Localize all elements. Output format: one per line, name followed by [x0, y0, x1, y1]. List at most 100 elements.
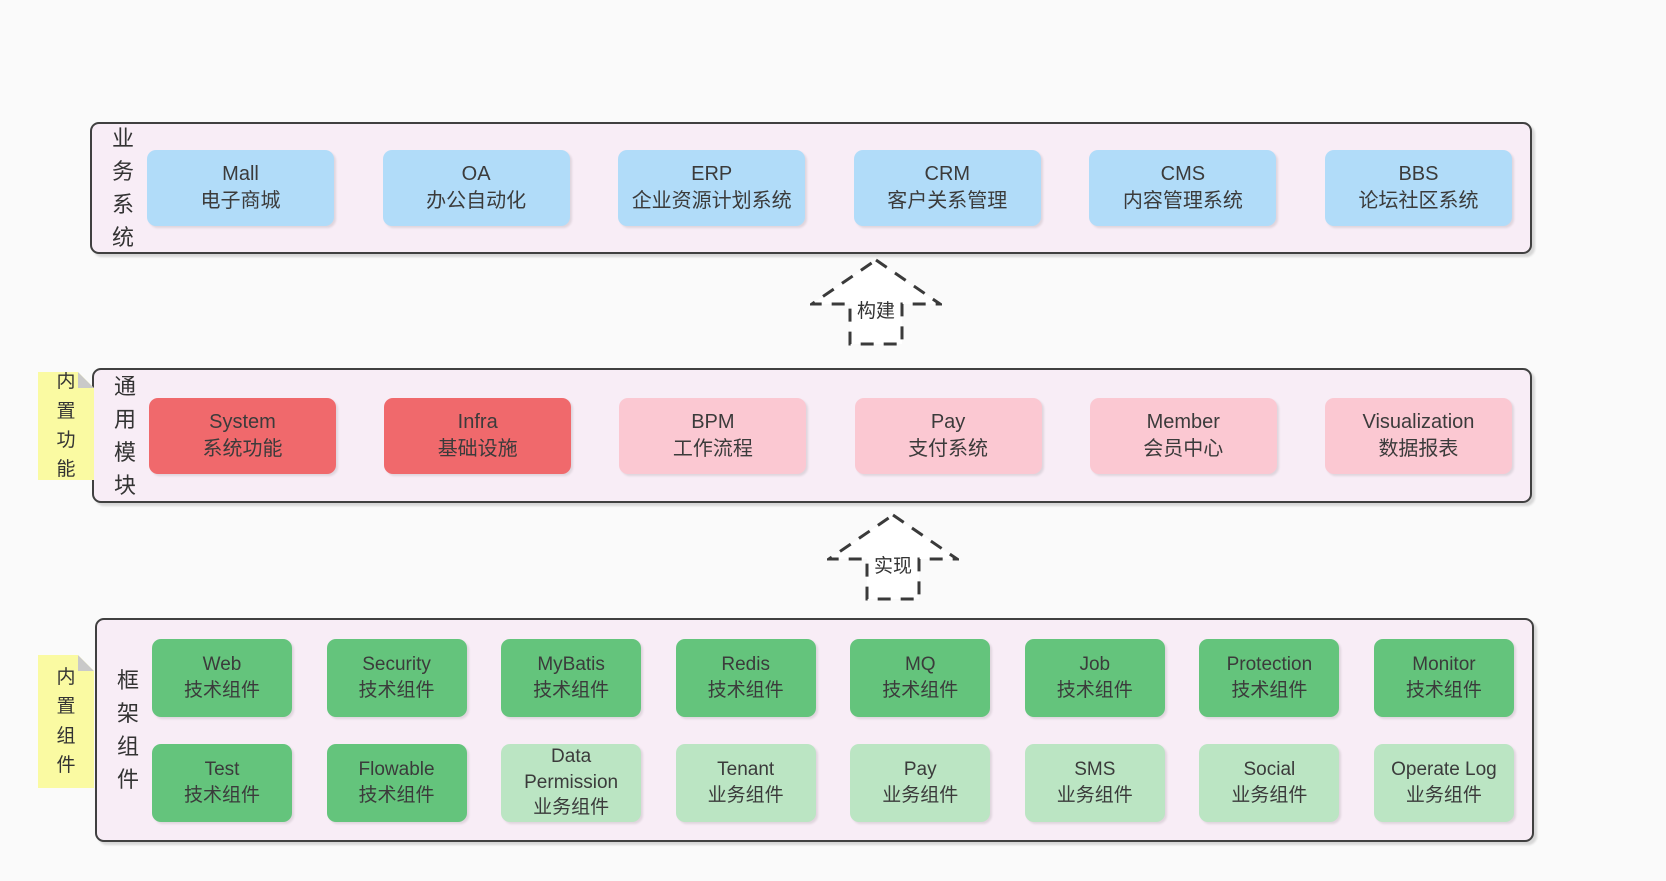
box-test: Test 技术组件: [152, 743, 292, 822]
box-subtitle: 技术组件: [882, 679, 959, 701]
box-subtitle: 业务组件: [533, 797, 610, 819]
box-flowable: Flowable 技术组件: [326, 743, 467, 822]
box-title: System: [209, 410, 276, 433]
box-title: Web: [202, 653, 242, 675]
box-title: SMS: [1074, 758, 1116, 780]
box-social: Social 业务组件: [1199, 743, 1340, 822]
band-framework-components: 框架组件 Web 技术组件 Security 技术组件 MyBatis 技术组件…: [95, 618, 1534, 842]
box-monitor: Monitor 技术组件: [1373, 638, 1514, 717]
box-title: Monitor: [1412, 653, 1476, 675]
band-business-systems: 业务系统 Mall 电子商城 OA 办公自动化 ERP 企业资源计划系统 CRM…: [90, 122, 1532, 254]
box-title: Protection: [1226, 653, 1313, 675]
band-business-systems-label: 业务系统: [102, 124, 144, 252]
box-title: MyBatis: [537, 653, 605, 675]
box-subtitle: 企业资源计划系统: [631, 190, 792, 212]
box-title: Pay: [930, 410, 966, 433]
box-mall: Mall 电子商城: [147, 150, 334, 226]
box-title: Redis: [721, 653, 770, 675]
note-fold-corner-icon: [78, 655, 94, 671]
note-built-in-features: 内置功能: [38, 372, 94, 480]
box-subtitle: 业务组件: [1405, 784, 1482, 806]
arrow-implement-label: 实现: [870, 551, 916, 578]
box-title: Member: [1146, 410, 1220, 433]
box-subtitle: 技术组件: [1405, 679, 1482, 701]
box-infra: Infra 基础设施: [384, 397, 572, 474]
box-subtitle: 技术组件: [533, 679, 610, 701]
box-redis: Redis 技术组件: [675, 638, 816, 717]
box-pay-biz: Pay 业务组件: [850, 743, 991, 822]
box-subtitle: 技术组件: [1056, 679, 1133, 701]
box-protection: Protection 技术组件: [1199, 638, 1340, 717]
box-subtitle: 电子商城: [200, 190, 281, 212]
box-title: Security: [362, 653, 431, 675]
box-erp: ERP 企业资源计划系统: [618, 150, 806, 226]
framework-row-2: Test 技术组件 Flowable 技术组件 Data Permission …: [152, 743, 1514, 822]
band-framework-components-content: Web 技术组件 Security 技术组件 MyBatis 技术组件 Redi…: [152, 620, 1514, 840]
box-title: CMS: [1160, 163, 1206, 185]
box-title: BPM: [691, 410, 735, 433]
box-title: OA: [461, 163, 491, 185]
arrow-implement: 实现: [827, 513, 959, 601]
box-subtitle: 技术组件: [183, 784, 260, 806]
framework-row-1: Web 技术组件 Security 技术组件 MyBatis 技术组件 Redi…: [152, 638, 1514, 717]
box-pay: Pay 支付系统: [854, 397, 1042, 474]
box-oa: OA 办公自动化: [382, 150, 570, 226]
band-label-text: 业务系统: [111, 126, 134, 250]
box-title: Social: [1243, 758, 1296, 780]
box-bpm: BPM 工作流程: [619, 397, 807, 474]
box-subtitle: 会员中心: [1143, 437, 1224, 460]
box-tenant: Tenant 业务组件: [675, 743, 816, 822]
box-web: Web 技术组件: [152, 638, 292, 717]
box-visualization: Visualization 数据报表: [1324, 397, 1512, 474]
box-subtitle: 内容管理系统: [1122, 190, 1243, 212]
box-subtitle: 业务组件: [882, 784, 959, 806]
box-subtitle: 业务组件: [1231, 784, 1308, 806]
band-label-text: 框架组件: [116, 668, 139, 792]
band-framework-components-label: 框架组件: [107, 620, 149, 840]
box-security: Security 技术组件: [326, 638, 467, 717]
box-member: Member 会员中心: [1089, 397, 1277, 474]
box-system: System 系统功能: [149, 397, 336, 474]
box-crm: CRM 客户关系管理: [853, 150, 1041, 226]
box-cms: CMS 内容管理系统: [1089, 150, 1277, 226]
box-subtitle: 办公自动化: [426, 190, 527, 212]
band-label-text: 通用模块: [113, 373, 136, 498]
box-title: ERP: [691, 163, 733, 185]
box-data-permission: Data Permission 业务组件: [501, 743, 642, 822]
box-title: Tenant: [717, 758, 775, 780]
box-subtitle: 技术组件: [1231, 679, 1308, 701]
box-subtitle: 支付系统: [908, 437, 989, 460]
note-text: 内置组件: [56, 666, 76, 776]
note-built-in-components: 内置组件: [38, 655, 94, 788]
box-sms: SMS 业务组件: [1024, 743, 1165, 822]
box-title: Data Permission: [524, 746, 619, 793]
box-title: Pay: [903, 758, 937, 780]
box-subtitle: 客户关系管理: [887, 190, 1008, 212]
box-subtitle: 技术组件: [183, 679, 260, 701]
box-title: MQ: [904, 653, 936, 675]
box-title: Mall: [222, 163, 259, 185]
box-title: Test: [204, 758, 240, 780]
box-mq: MQ 技术组件: [850, 638, 991, 717]
box-mybatis: MyBatis 技术组件: [501, 638, 642, 717]
box-subtitle: 技术组件: [358, 784, 435, 806]
box-subtitle: 技术组件: [707, 679, 784, 701]
band-common-modules-content: System 系统功能 Infra 基础设施 BPM 工作流程 Pay 支付系统…: [149, 370, 1512, 501]
box-title: Visualization: [1362, 410, 1475, 433]
band-business-systems-content: Mall 电子商城 OA 办公自动化 ERP 企业资源计划系统 CRM 客户关系…: [147, 124, 1512, 252]
box-title: BBS: [1398, 163, 1439, 185]
box-subtitle: 技术组件: [358, 679, 435, 701]
note-text: 内置功能: [56, 371, 76, 481]
box-job: Job 技术组件: [1024, 638, 1165, 717]
box-subtitle: 业务组件: [1056, 784, 1133, 806]
box-subtitle: 业务组件: [707, 784, 784, 806]
box-subtitle: 论坛社区系统: [1358, 190, 1479, 212]
box-bbs: BBS 论坛社区系统: [1324, 150, 1512, 226]
box-title: CRM: [924, 163, 971, 185]
box-title: Operate Log: [1391, 758, 1497, 780]
box-title: Infra: [457, 410, 498, 433]
band-common-modules-label: 通用模块: [104, 370, 146, 501]
box-subtitle: 工作流程: [672, 437, 753, 460]
arrow-build-label: 构建: [853, 296, 899, 323]
box-operate-log: Operate Log 业务组件: [1373, 743, 1514, 822]
